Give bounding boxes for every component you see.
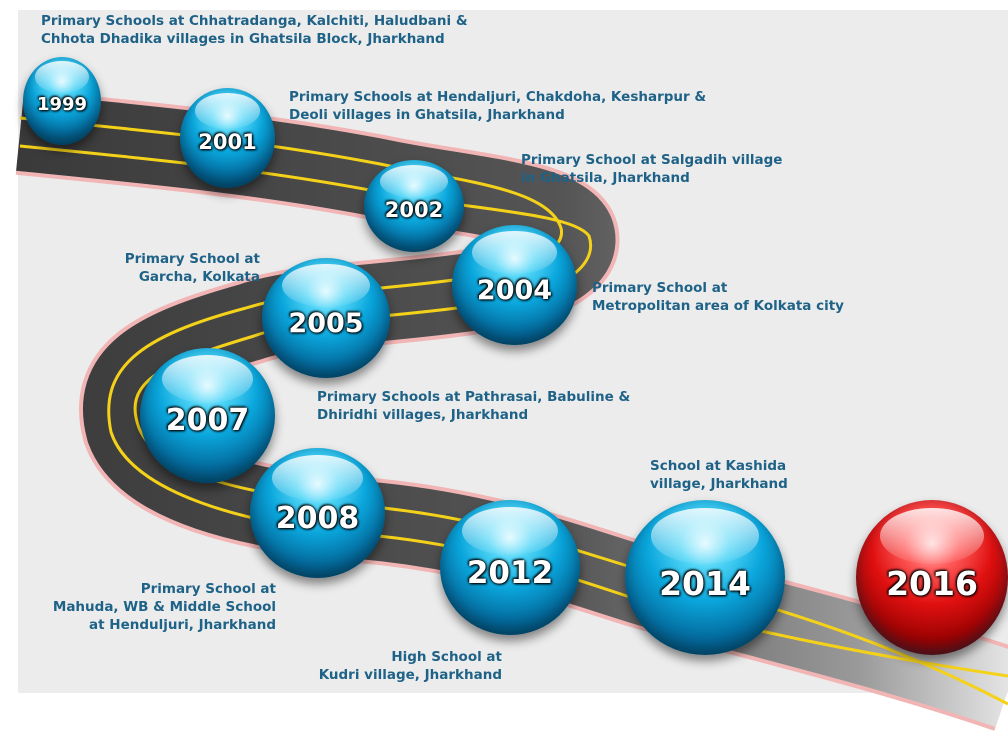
caption-line: Deoli villages in Ghatsila, Jharkhand bbox=[289, 107, 565, 123]
year-label: 2007 bbox=[165, 403, 250, 439]
caption-line: Mahuda, WB & Middle School bbox=[52, 599, 276, 615]
year-label: 2001 bbox=[198, 129, 257, 154]
year-label: 1999 bbox=[36, 93, 88, 115]
caption-2001: Primary Schools at Hendaljuri, Chakdoha,… bbox=[289, 88, 706, 124]
year-label: 2012 bbox=[466, 555, 554, 592]
caption-line: Kudri village, Jharkhand bbox=[318, 667, 502, 683]
caption-line: Primary Schools at Pathrasai, Babuline & bbox=[317, 389, 631, 405]
globe-icon bbox=[180, 88, 275, 188]
milestone-2012[interactable]: 2012 bbox=[440, 500, 580, 635]
caption-line: Primary Schools at Hendaljuri, Chakdoha,… bbox=[289, 89, 707, 105]
caption-line: Primary School at Salgadih village bbox=[521, 152, 783, 168]
globe-icon bbox=[140, 348, 275, 483]
caption-1999: Primary Schools at Chhatradanga, Kalchit… bbox=[41, 12, 468, 48]
milestone-2007[interactable]: 2007 bbox=[140, 348, 275, 483]
year-label: 2004 bbox=[476, 274, 553, 306]
milestone-2001[interactable]: 2001 bbox=[180, 88, 275, 188]
year-label: 2005 bbox=[288, 307, 364, 339]
milestone-1999[interactable]: 1999 bbox=[23, 57, 101, 145]
year-label: 2002 bbox=[384, 198, 444, 222]
year-label: 2008 bbox=[275, 500, 360, 536]
caption-2014: School at Kashida village, Jharkhand bbox=[650, 457, 788, 493]
caption-line: Metropolitan area of Kolkata city bbox=[592, 298, 844, 314]
caption-line: at Henduljuri, Jharkhand bbox=[89, 617, 276, 633]
caption-2004: Primary School at Metropolitan area of K… bbox=[592, 279, 844, 315]
milestone-2016[interactable]: 2016 bbox=[856, 500, 1008, 655]
year-label: 2014 bbox=[659, 564, 751, 604]
caption-line: village, Jharkhand bbox=[650, 476, 788, 492]
globe-icon bbox=[364, 160, 464, 252]
year-label: 2016 bbox=[886, 564, 978, 604]
milestone-2008[interactable]: 2008 bbox=[250, 448, 385, 578]
milestone-2004[interactable]: 2004 bbox=[452, 225, 577, 345]
caption-2008: Primary School at Mahuda, WB & Middle Sc… bbox=[20, 580, 276, 634]
caption-line: Dhiridhi villages, Jharkhand bbox=[317, 407, 529, 423]
globe-icon bbox=[23, 57, 101, 145]
globe-icon bbox=[262, 258, 390, 378]
globe-icon bbox=[440, 500, 580, 635]
caption-line: Garcha, Kolkata bbox=[138, 269, 260, 285]
globe-icon bbox=[856, 500, 1008, 655]
caption-line: Primary School at bbox=[124, 251, 260, 267]
caption-line: Chhota Dhadika villages in Ghatsila Bloc… bbox=[41, 31, 445, 47]
caption-line: in Ghatsila, Jharkhand bbox=[521, 170, 690, 186]
globe-icon bbox=[250, 448, 385, 578]
caption-2002: Primary School at Salgadih village in Gh… bbox=[521, 151, 782, 187]
caption-line: School at Kashida bbox=[650, 458, 787, 474]
milestone-2014[interactable]: 2014 bbox=[625, 500, 785, 655]
milestone-2002[interactable]: 2002 bbox=[364, 160, 464, 252]
caption-line: Primary School at bbox=[140, 581, 276, 597]
caption-line: High School at bbox=[391, 649, 502, 665]
milestone-2005[interactable]: 2005 bbox=[262, 258, 390, 378]
caption-2012: High School at Kudri village, Jharkhand bbox=[300, 648, 502, 684]
caption-2005: Primary School at Garcha, Kolkata bbox=[100, 250, 260, 286]
caption-line: Primary Schools at Chhatradanga, Kalchit… bbox=[41, 13, 468, 29]
globe-icon bbox=[452, 225, 577, 345]
caption-2007: Primary Schools at Pathrasai, Babuline &… bbox=[317, 388, 630, 424]
caption-line: Primary School at bbox=[592, 280, 728, 296]
globe-icon bbox=[625, 500, 785, 655]
